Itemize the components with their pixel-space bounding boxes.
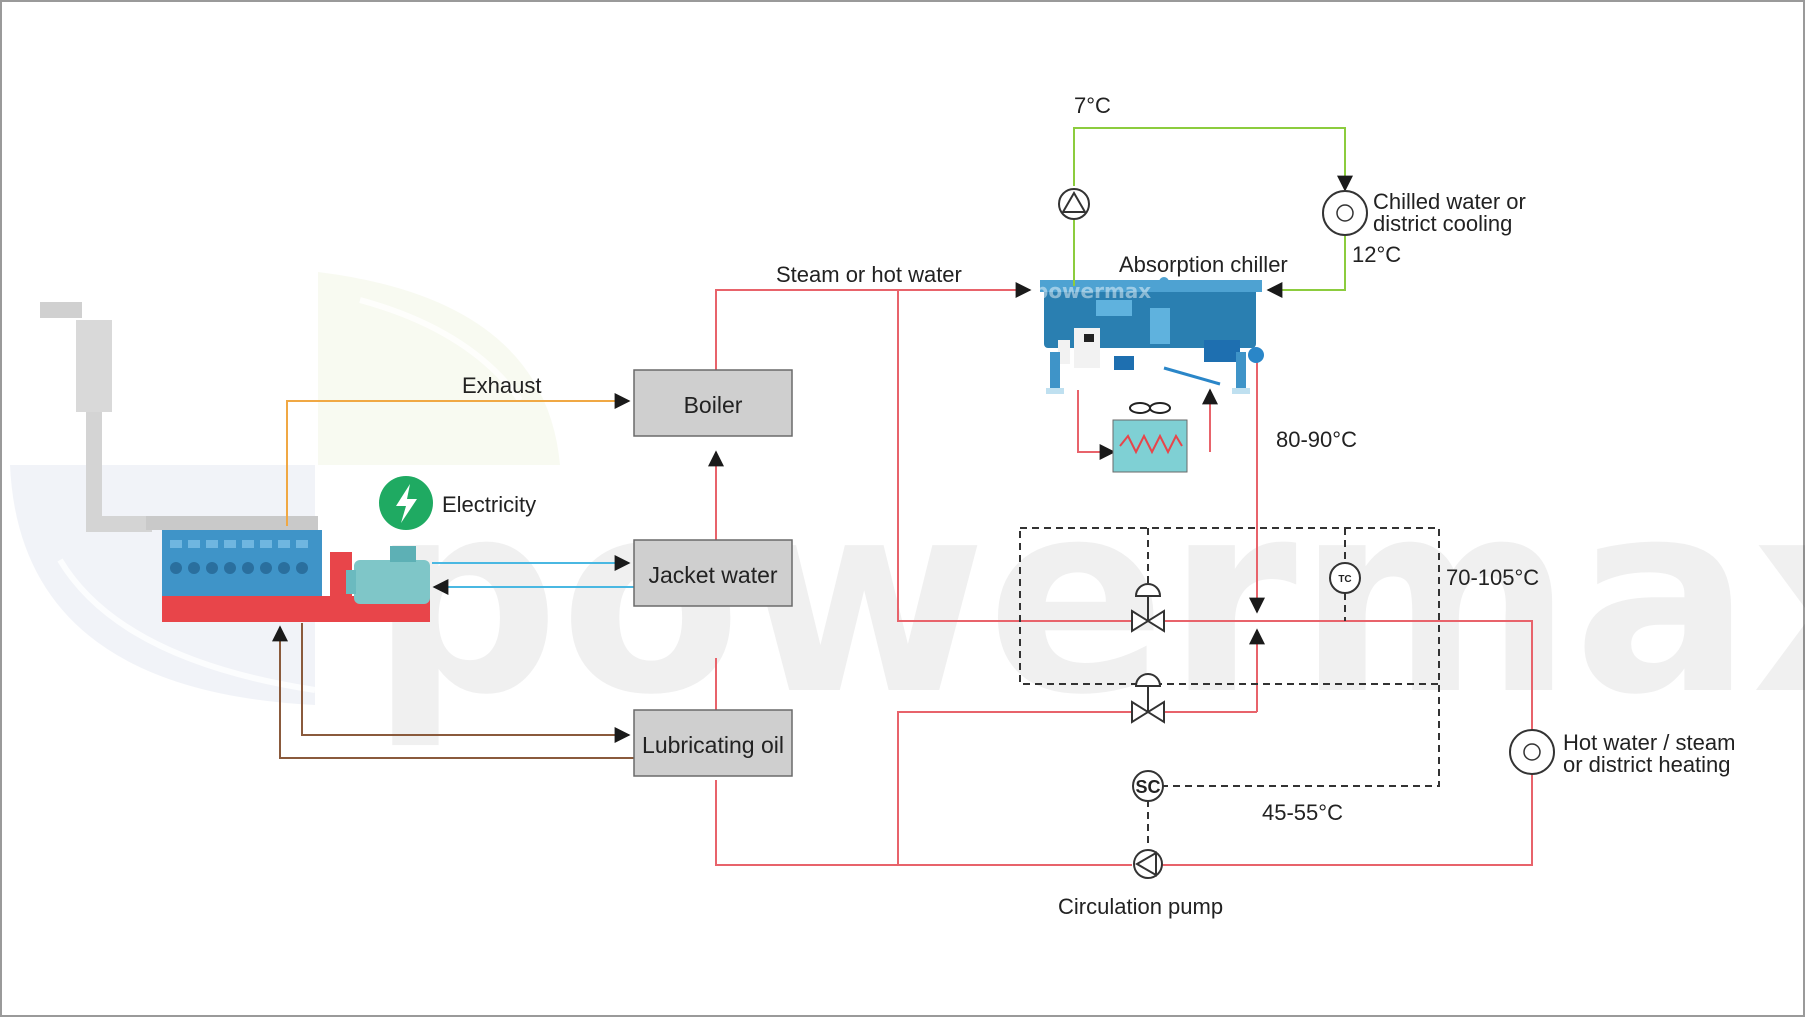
heat-exchanger-icon xyxy=(1112,419,1188,473)
engine-cylinder-detail xyxy=(242,562,254,574)
engine-icon xyxy=(162,530,430,622)
jacket-water-label: Jacket water xyxy=(648,562,777,588)
return-temp: 45-55°C xyxy=(1262,800,1343,825)
chilled-pump-icon xyxy=(1058,188,1090,220)
fan-icon xyxy=(1129,402,1171,414)
engine-cylinder-detail xyxy=(224,562,236,574)
steam-hot-water-label: Steam or hot water xyxy=(776,262,962,287)
tc-sensor-icon: TC xyxy=(1329,562,1361,594)
exhaust-line xyxy=(286,393,631,526)
chilled-water-loop xyxy=(1073,127,1353,298)
lubricating-oil-box: Lubricating oil xyxy=(633,709,793,777)
control-valve-icon xyxy=(1131,583,1165,633)
heating-load-icon xyxy=(1509,729,1555,775)
hot-load-label-2: or district heating xyxy=(1563,752,1731,777)
engine-head-detail xyxy=(224,540,236,548)
hot-load-label-1: Hot water / steam xyxy=(1563,730,1735,755)
engine-head-detail xyxy=(170,540,182,548)
engine-head-detail xyxy=(188,540,200,548)
hot-water-circuit xyxy=(708,282,1533,866)
engine-head-detail xyxy=(206,540,218,548)
circulation-pump-icon xyxy=(1133,849,1163,879)
engine-head-detail xyxy=(296,540,308,548)
engine-cylinder-detail xyxy=(206,562,218,574)
heating-supply-temp: 70-105°C xyxy=(1446,565,1539,590)
oil-line-return xyxy=(272,625,634,759)
circulation-pump-label: Circulation pump xyxy=(1058,894,1223,919)
chilled-return-temp: 12°C xyxy=(1352,242,1401,267)
sc-label: SC xyxy=(1135,777,1160,797)
engine-cylinder-detail xyxy=(260,562,272,574)
engine-cylinder-detail xyxy=(170,562,182,574)
sc-controller-icon: SC xyxy=(1132,770,1164,802)
chiller-drive-temp: 80-90°C xyxy=(1276,427,1357,452)
exhaust-label: Exhaust xyxy=(462,373,542,398)
boiler-box: Boiler xyxy=(633,369,793,437)
chilled-supply-temp: 7°C xyxy=(1074,93,1111,118)
electricity-label: Electricity xyxy=(442,492,536,517)
engine-cylinder-detail xyxy=(188,562,200,574)
engine-head-detail xyxy=(242,540,254,548)
chilled-load-label-2: district cooling xyxy=(1373,211,1512,236)
oil-line-out xyxy=(301,623,631,743)
chiller-watermark: powermax xyxy=(1034,279,1151,303)
control-valve-icon xyxy=(1131,673,1165,724)
absorption-chiller-icon: powermax xyxy=(1034,277,1264,394)
engine-head-detail xyxy=(260,540,272,548)
absorption-chiller-label: Absorption chiller xyxy=(1119,252,1288,277)
engine-cylinder-detail xyxy=(296,562,308,574)
tc-label: TC xyxy=(1338,574,1351,585)
chilled-load-label-1: Chilled water or xyxy=(1373,189,1526,214)
engine-cylinder-detail xyxy=(278,562,290,574)
watermark-text: powermax xyxy=(370,445,1805,753)
engine-head-detail xyxy=(278,540,290,548)
lightning-bolt-icon xyxy=(396,484,417,523)
chilled-load-icon xyxy=(1322,190,1368,236)
exhaust-stack xyxy=(40,302,318,532)
lubricating-oil-label: Lubricating oil xyxy=(642,732,784,758)
boiler-label: Boiler xyxy=(684,392,743,418)
jacket-water-box: Jacket water xyxy=(633,539,793,607)
electricity-badge xyxy=(379,476,433,530)
